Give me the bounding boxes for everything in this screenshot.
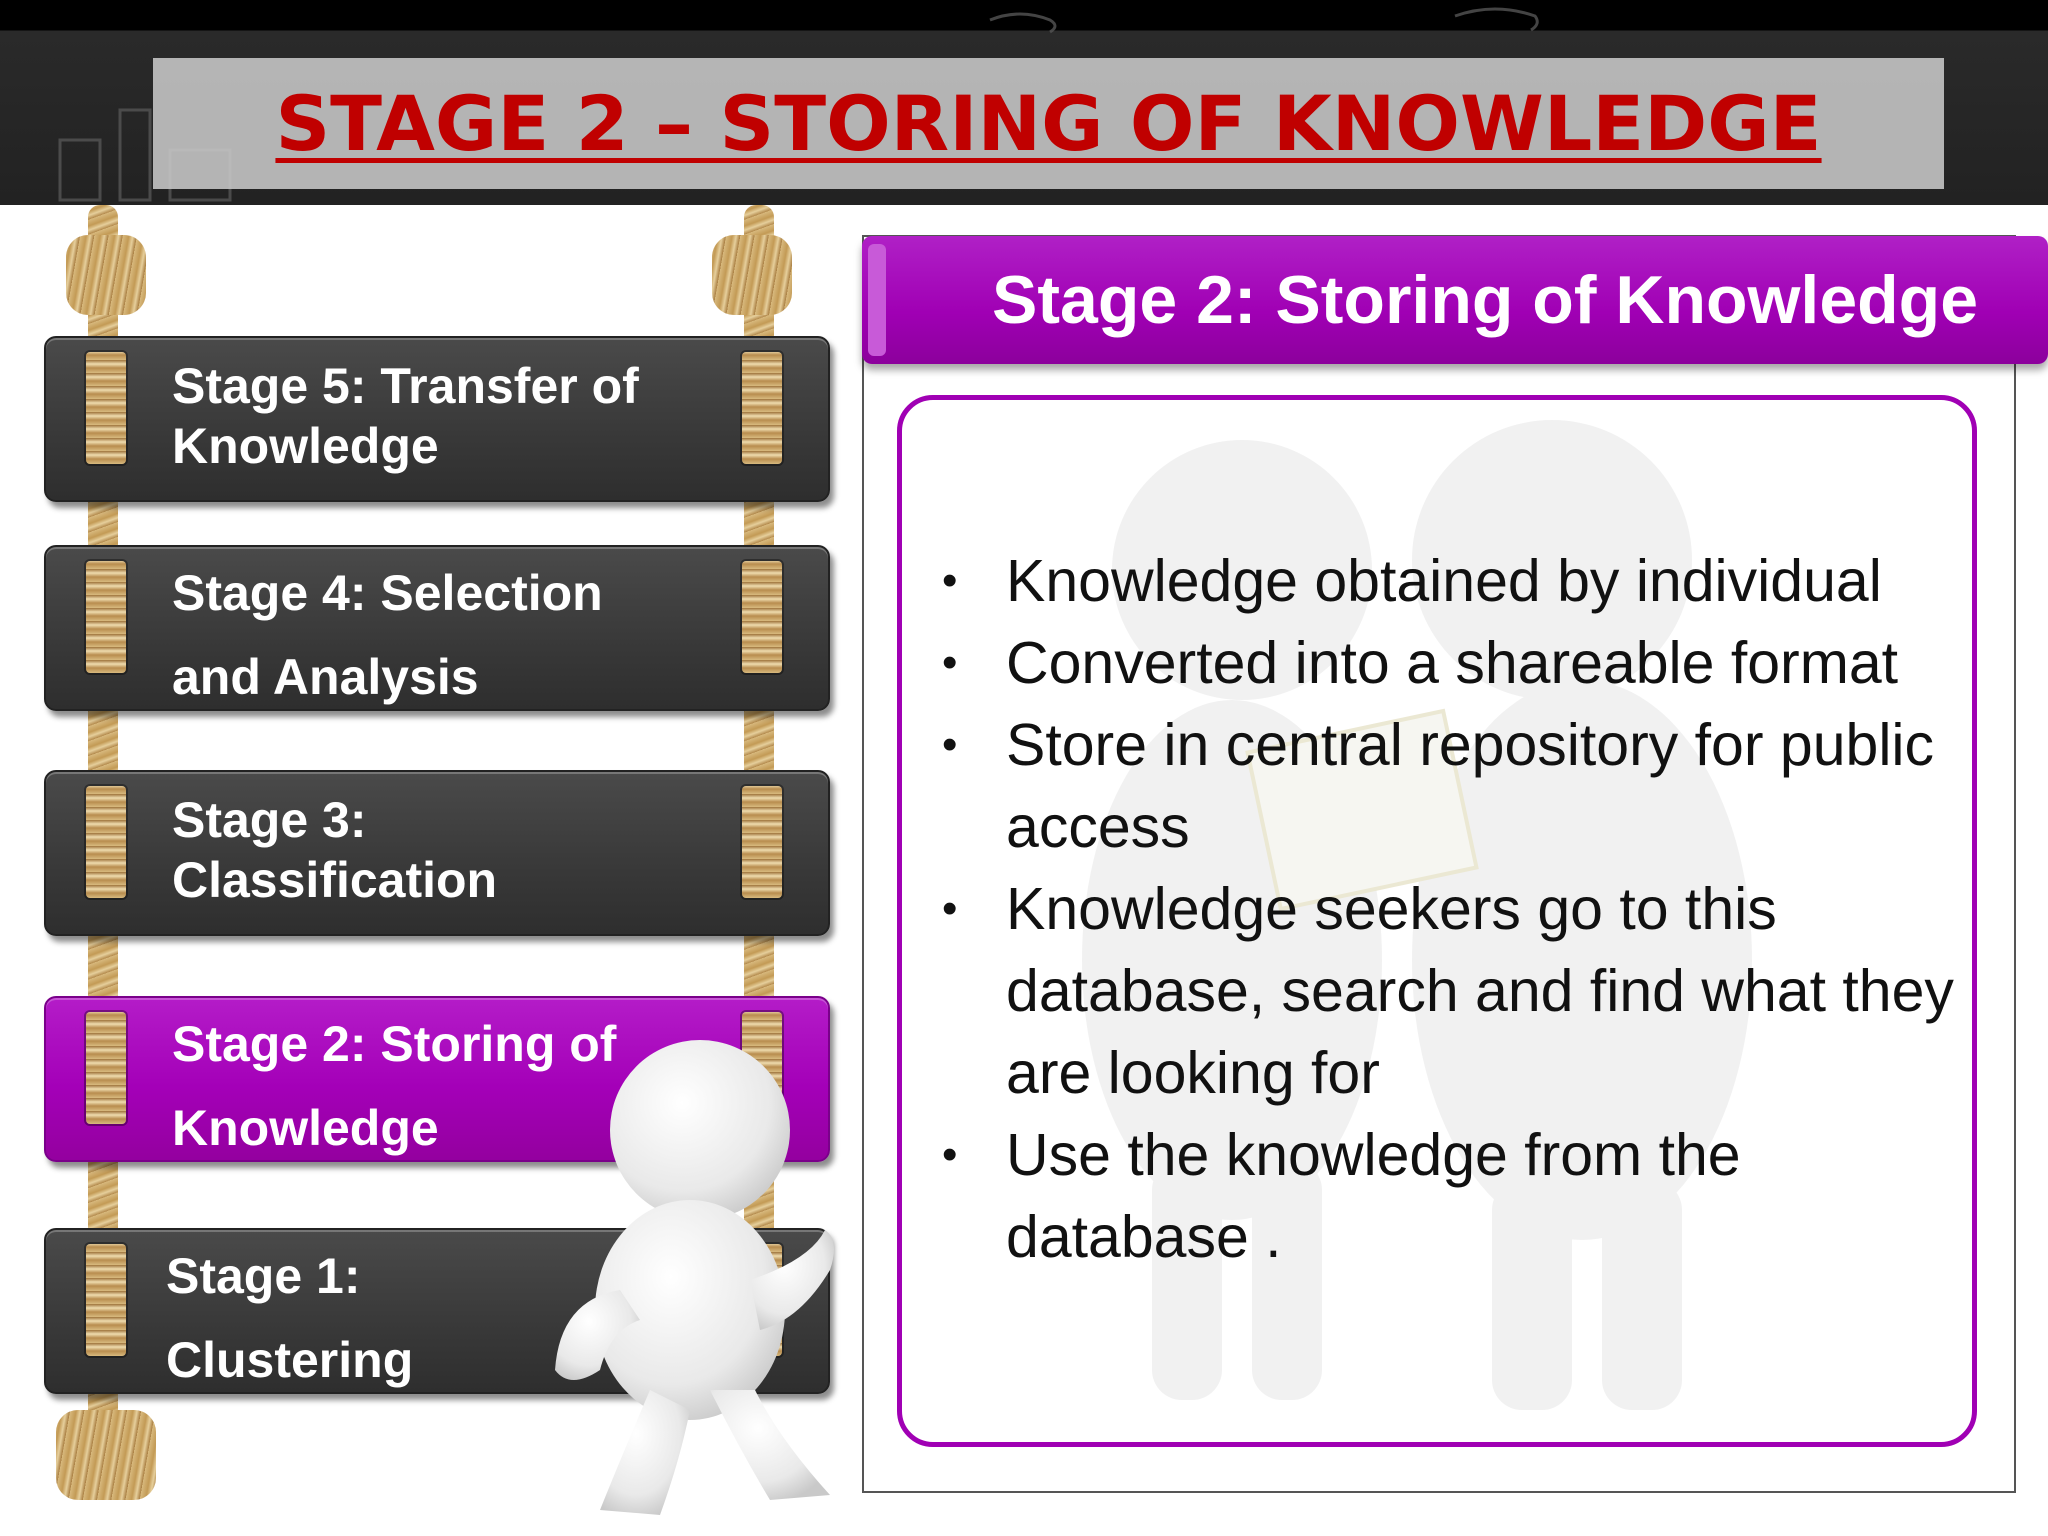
slide-title: STAGE 2 – STORING OF KNOWLEDGE (275, 79, 1822, 168)
rung-label-stage-2: Stage 2: Storing of Knowledge (172, 1016, 617, 1156)
rope-tie (86, 786, 126, 898)
rung-stage-3[interactable]: Stage 3: Classification (44, 770, 830, 936)
rung-stage-4[interactable]: Stage 4: Selection and Analysis (44, 545, 830, 711)
climbing-figure-illustration (555, 1040, 834, 1515)
rope-tie (742, 352, 782, 464)
panel-header: Stage 2: Storing of Knowledge (862, 236, 2048, 364)
title-plate: STAGE 2 – STORING OF KNOWLEDGE (153, 58, 1944, 189)
rung-label-stage-5: Stage 5: Transfer of Knowledge (172, 358, 639, 474)
rope-knot-top-right (712, 235, 792, 315)
rope-tie (86, 561, 126, 673)
header-band: STAGE 2 – STORING OF KNOWLEDGE (0, 0, 2048, 205)
rope-knot-bottom-left (56, 1410, 156, 1500)
bullet-icon: • (942, 556, 958, 605)
rope-tie (742, 786, 782, 898)
list-item: • Knowledge obtained by individual (942, 540, 1962, 622)
panel-title: Stage 2: Storing of Knowledge (992, 262, 1979, 338)
rope-knot-top-left (66, 235, 146, 315)
rung-stage-5[interactable]: Stage 5: Transfer of Knowledge (44, 336, 830, 502)
background-figures-illustration (1082, 420, 1752, 1410)
rope-tie (86, 1012, 126, 1124)
rung-label-stage-3: Stage 3: Classification (172, 792, 498, 908)
list-item: •Knowledge seekers go to this database, … (942, 868, 1962, 1114)
content-box: • Knowledge obtained by individual •Conv… (897, 395, 1977, 1447)
list-item: •Store in central repository for public … (942, 704, 1962, 868)
rung-label-stage-4: Stage 4: Selection and Analysis (172, 565, 603, 705)
bullet-icon: • (942, 720, 958, 769)
rope-tie (86, 1244, 126, 1356)
list-item: •Converted into a shareable format (942, 622, 1962, 704)
list-item: • Use the knowledge from the database . (942, 1114, 1962, 1278)
rope-tie (742, 561, 782, 673)
rope-tie (86, 352, 126, 464)
bullet-icon: • (942, 638, 958, 687)
bullet-icon: • (942, 884, 958, 933)
bullet-list: • Knowledge obtained by individual •Conv… (942, 540, 1962, 1278)
bullet-icon: • (942, 1130, 958, 1179)
rung-label-stage-1: Stage 1: Clustering (166, 1248, 414, 1388)
header-edge-highlight (868, 244, 886, 356)
